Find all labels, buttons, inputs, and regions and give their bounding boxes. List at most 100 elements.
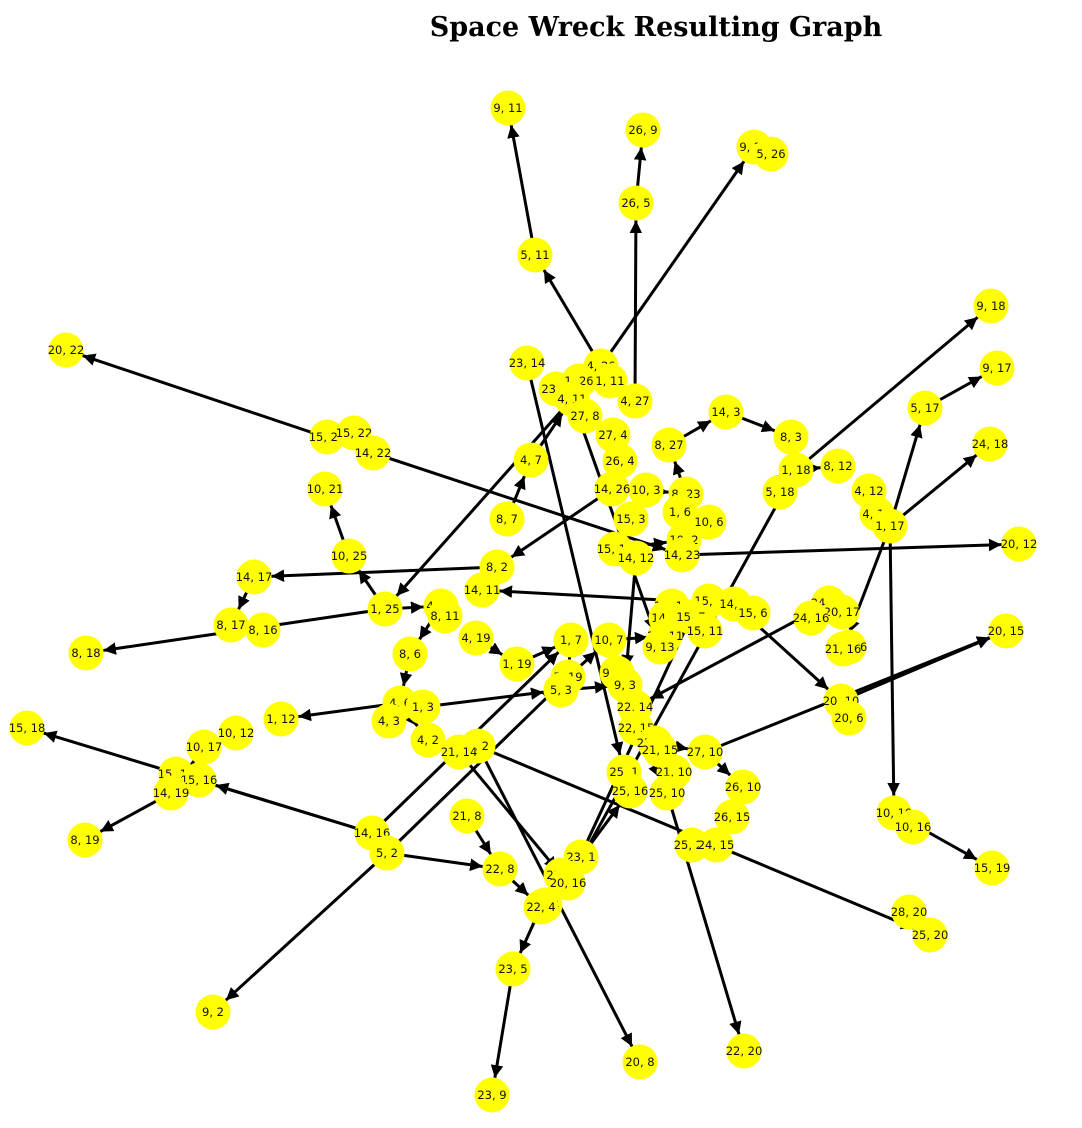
node-label: 5, 26 [756, 147, 785, 161]
node-label: 4, 2 [417, 733, 439, 747]
node-label: 14, 12 [618, 551, 655, 565]
node-label: 8, 16 [248, 623, 277, 637]
node-circle [153, 775, 189, 811]
graph-node: 5, 3 [543, 672, 579, 708]
graph-node: 9, 13 [642, 629, 678, 665]
node-label: 10, 6 [694, 515, 723, 529]
node-label: 25, 20 [912, 928, 949, 942]
graph-node: 8, 19 [67, 822, 103, 858]
node-circle [895, 809, 931, 845]
node-label: 4, 19 [461, 631, 490, 645]
graph-node: 25, 10 [649, 775, 686, 811]
node-circle [714, 799, 750, 835]
graph-node: 9, 11 [490, 90, 526, 126]
node-label: 21, 14 [441, 745, 478, 759]
node-label: 1, 3 [412, 700, 434, 714]
graph-node: 20, 16 [550, 865, 586, 901]
graph-node: 20, 15 [988, 613, 1025, 649]
graph-node: 25, 20 [912, 917, 949, 953]
node-label: 20, 8 [625, 1055, 654, 1069]
node-circle [651, 427, 687, 463]
graph-node: 24, 15 [698, 827, 734, 863]
graph-node: 26, 4 [602, 443, 638, 479]
node-circle [618, 540, 654, 576]
graph-node: 1, 6 [662, 494, 698, 530]
edge-56 [224, 851, 389, 1002]
node-label: 4, 12 [854, 484, 883, 498]
graph-node: 8, 12 [820, 448, 856, 484]
edge-0 [507, 124, 537, 256]
node-circle [369, 835, 405, 871]
graph-node: 14, 3 [708, 394, 744, 430]
node-label: 15, 3 [616, 512, 645, 526]
node-label: 4, 3 [378, 714, 400, 728]
node-label: 20, 15 [988, 624, 1025, 638]
node-label: 25, 10 [649, 786, 686, 800]
edge-16 [888, 424, 923, 527]
node-circle [523, 889, 559, 925]
node-circle [331, 538, 367, 574]
edge-14 [795, 316, 979, 472]
node-circle [825, 631, 861, 667]
node-label: 26, 5 [621, 196, 650, 210]
node-circle [674, 827, 710, 863]
graph-node: 20, 22 [48, 332, 85, 368]
graph-node: 22, 4 [523, 889, 559, 925]
edge-9 [681, 538, 1002, 557]
node-label: 10, 17 [186, 740, 223, 754]
node-circle [591, 622, 627, 658]
edge-74 [665, 792, 742, 1035]
node-circle [195, 994, 231, 1030]
node-circle [687, 613, 723, 649]
node-label: 26, 4 [605, 454, 634, 468]
node-circle [474, 1077, 510, 1113]
edge-20 [887, 525, 900, 796]
node-label: 14, 11 [464, 583, 501, 597]
node-label: 5, 17 [910, 401, 939, 415]
node-label: 21, 10 [656, 765, 693, 779]
graph-node: 28, 20 [891, 894, 927, 930]
node-label: 22, 14 [617, 700, 654, 714]
graph-node: 15, 6 [735, 595, 771, 631]
node-circle [602, 443, 638, 479]
graph-node: 21, 14 [441, 734, 478, 770]
node-label: 10, 25 [331, 549, 368, 563]
graph-node: 14, 17 [236, 559, 272, 595]
node-circle [441, 734, 477, 770]
graph-node: 9, 2 [195, 994, 231, 1030]
graph-node: 5, 26 [753, 136, 789, 172]
graph-node: 20, 17 [824, 594, 860, 630]
node-label: 1, 17 [875, 519, 904, 533]
node-label: 1, 25 [370, 602, 399, 616]
node-label: 14, 22 [355, 446, 392, 460]
node-label: 9, 11 [493, 101, 522, 115]
graph-node: 14, 23 [664, 537, 700, 573]
node-circle [649, 775, 685, 811]
graph-node: 22, 8 [482, 851, 518, 887]
graph-node: 4, 2 [410, 722, 446, 758]
graph-node: 10, 7 [591, 622, 627, 658]
graph-node: 20, 12 [1001, 526, 1037, 562]
node-circle [371, 703, 407, 739]
node-circle [594, 471, 630, 507]
node-circle [872, 508, 908, 544]
node-label: 20, 22 [48, 343, 85, 357]
node-circle [449, 798, 485, 834]
node-circle [625, 112, 661, 148]
graph-title: Space Wreck Resulting Graph [429, 12, 883, 43]
node-label: 1, 6 [669, 505, 691, 519]
edge-49 [422, 687, 544, 709]
node-circle [793, 600, 829, 636]
node-circle [9, 710, 45, 746]
graph-node: 8, 11 [427, 598, 463, 634]
node-label: 8, 7 [496, 512, 518, 526]
graph-node: 10, 17 [186, 729, 223, 765]
node-label: 21, 16 [825, 642, 862, 656]
node-label: 26, 10 [725, 780, 762, 794]
node-label: 9, 3 [614, 678, 636, 692]
node-circle [664, 537, 700, 573]
graph-node: 15, 21 [309, 419, 345, 455]
graph-node: 20, 8 [622, 1044, 658, 1080]
edge-2 [599, 160, 746, 367]
node-label: 8, 27 [654, 438, 683, 452]
